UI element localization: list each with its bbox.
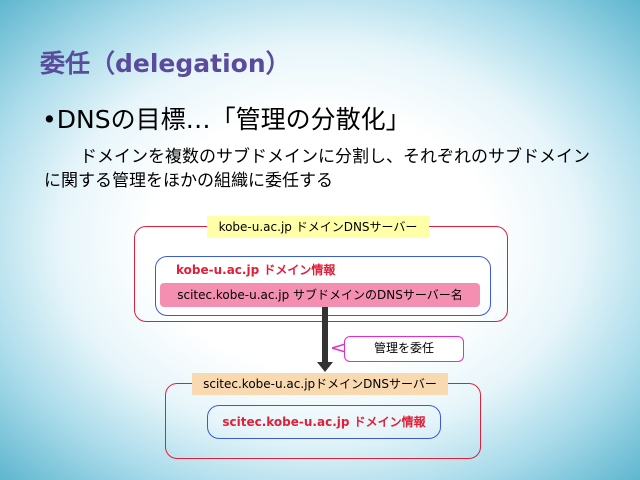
upper-domain-info-label: kobe-u.ac.jp ドメイン情報	[176, 263, 336, 277]
subdomain-record-label: scitec.kobe-u.ac.jp サブドメインのDNSサーバー名	[160, 283, 480, 307]
lower-domain-info-label: scitec.kobe-u.ac.jp ドメイン情報	[222, 415, 426, 429]
upper-dns-server-label: kobe-u.ac.jp ドメインDNSサーバー	[207, 216, 429, 238]
delegate-callout: 管理を委任	[344, 336, 464, 362]
slide-title: 委任（delegation）	[40, 49, 291, 78]
delegation-arrow-head	[317, 362, 333, 372]
lower-domain-info-frame	[207, 405, 441, 439]
delegation-arrow-shaft	[322, 307, 328, 367]
body-text: ドメインを複数のサブドメインに分割し、それぞれのサブドメインに関する管理をほかの…	[44, 147, 590, 191]
bullet-point: •DNSの目標…「管理の分散化」	[42, 105, 411, 134]
lower-dns-server-label: scitec.kobe-u.ac.jpドメインDNSサーバー	[192, 373, 448, 395]
